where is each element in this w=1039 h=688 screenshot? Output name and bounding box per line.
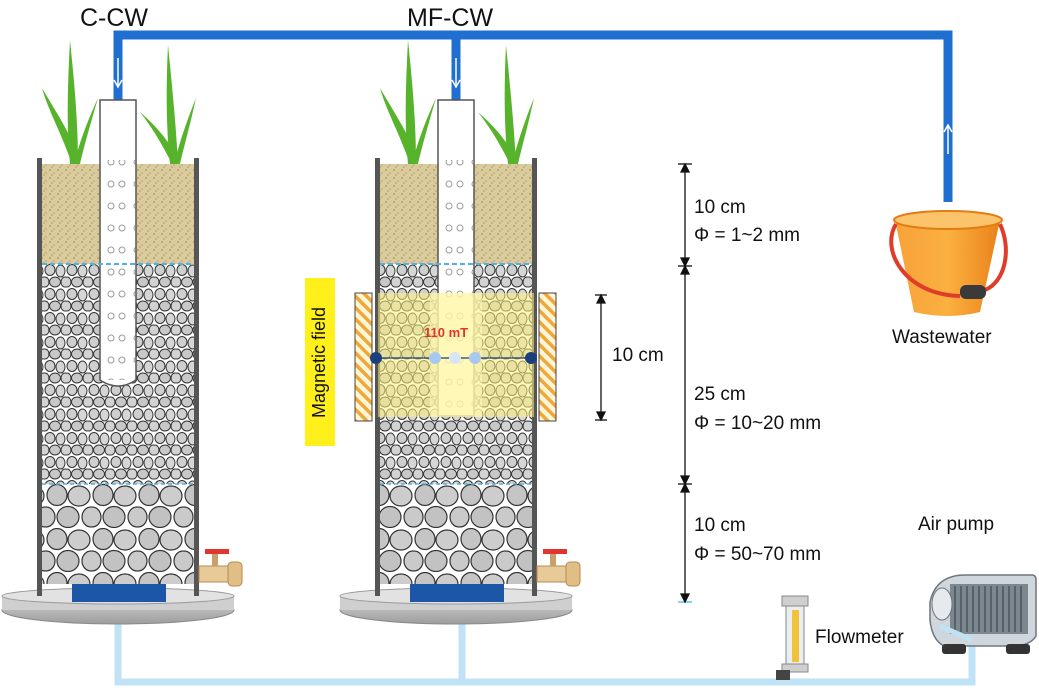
bucket-icon (889, 210, 1008, 316)
plant-icon (42, 40, 196, 164)
middle-layer-height: 25 cm (694, 384, 746, 405)
wastewater-label: Wastewater (892, 327, 992, 348)
bottom-layer-height: 10 cm (694, 515, 746, 536)
middle-layer-size: Φ = 10~20 mm (694, 413, 822, 434)
column-label-c-cw: C-CW (80, 4, 149, 32)
air-pump-label: Air pump (918, 514, 995, 535)
flowmeter-label: Flowmeter (815, 627, 904, 648)
magnetic-zone-height: 10 cm (612, 345, 664, 366)
flowmeter-icon (776, 595, 809, 680)
magnet-icon (354, 292, 557, 422)
plant-icon (380, 40, 534, 164)
magnetic-field-label: Magnetic field (309, 306, 330, 418)
bottom-layer-size: Φ = 50~70 mm (694, 544, 822, 565)
column-c-cw (1, 99, 235, 625)
magnetic-field-strength: 110 mT (424, 325, 469, 340)
top-layer-size: Φ = 1~2 mm (694, 225, 800, 246)
valve-icon (198, 549, 243, 587)
column-label-mf-cw: MF-CW (407, 4, 494, 32)
top-layer-height: 10 cm (694, 197, 746, 218)
magnetic-field-label-box (305, 278, 335, 446)
dimension-lines (595, 162, 692, 604)
valve-icon (536, 549, 581, 587)
air-pump-icon (929, 574, 1037, 654)
